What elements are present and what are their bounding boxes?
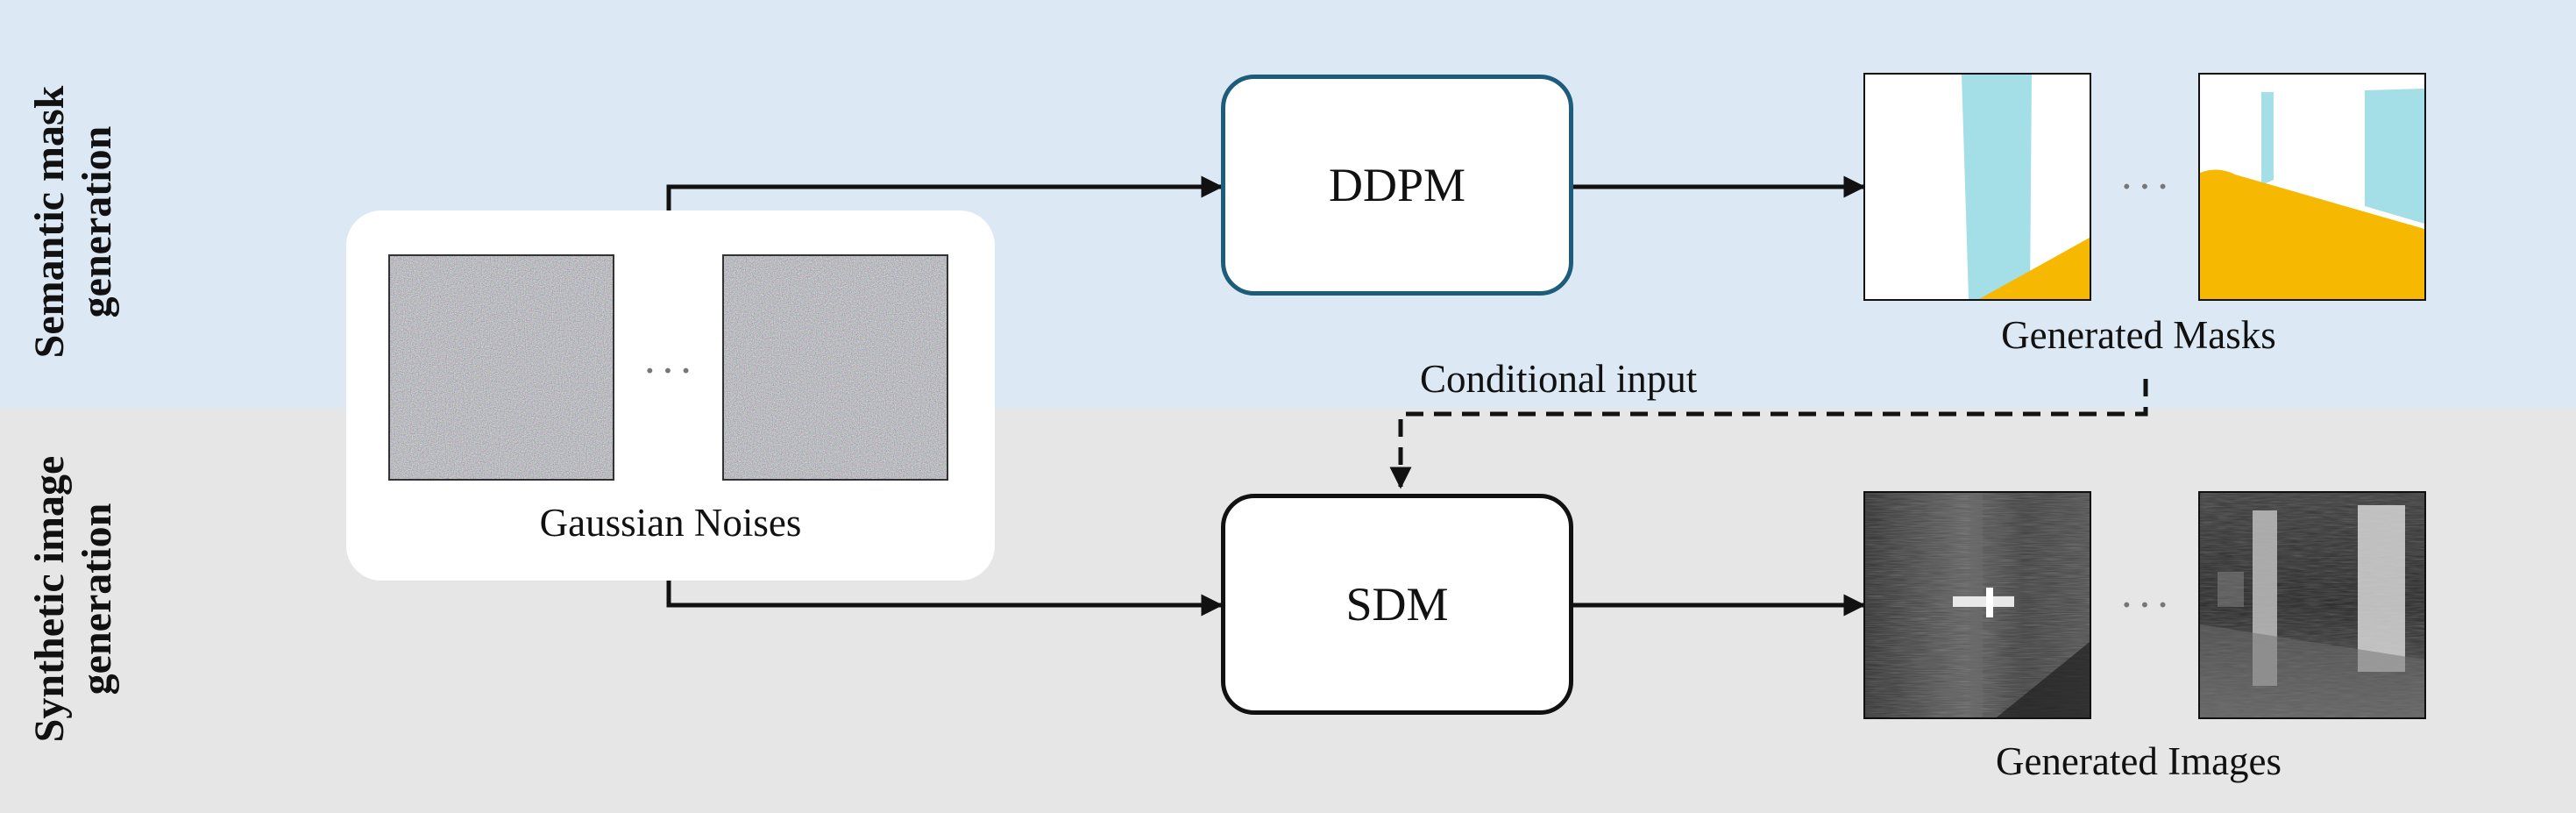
generated-mask [1863,73,2091,301]
sdm-label: SDM [1345,578,1449,631]
masks-ellipsis: ··· [2119,161,2174,210]
noise-ellipsis: ··· [642,346,697,395]
gaussian-noise-image [388,254,614,481]
images-caption: Generated Images [1995,739,2282,783]
sdm-box: SDM [1221,494,1573,715]
ddpm-label: DDPM [1328,159,1466,211]
noise-caption: Gaussian Noises [539,501,802,545]
generated-mask [2198,73,2426,301]
noise-to-ddpm-arrow [666,175,1224,210]
conditional-input-label: Conditional input [1420,357,1698,401]
gaussian-noise-image [722,254,948,481]
conditional-input-arrow [1389,379,2148,489]
generated-image [1863,491,2091,719]
ddpm-box: DDPM [1221,75,1573,296]
masks-caption: Generated Masks [2001,313,2276,357]
noise-to-sdm-arrow [666,581,1224,617]
generated-image [2198,491,2426,719]
images-ellipsis: ··· [2119,580,2174,629]
